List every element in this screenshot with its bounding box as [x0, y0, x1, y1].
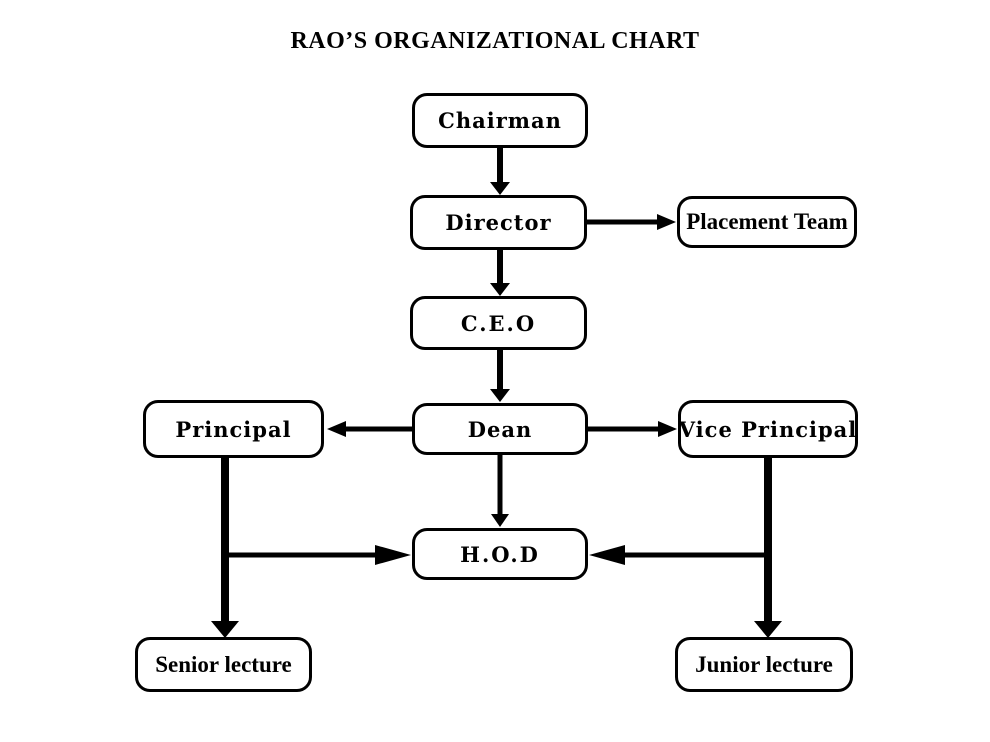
arrow-vice-principal-hod	[589, 545, 771, 565]
arrow-principal-senior-lecture	[211, 458, 239, 638]
node-placement-team: Placement Team	[677, 196, 857, 248]
node-senior-lecture: Senior lecture	[135, 637, 312, 692]
arrow-dean-vice-principal	[588, 421, 677, 437]
node-hod: H.O.D	[412, 528, 588, 580]
arrow-dean-principal	[327, 421, 412, 437]
arrow-ceo-dean	[490, 350, 510, 402]
node-principal: Principal	[143, 400, 324, 458]
node-dean: Dean	[412, 403, 588, 455]
chart-title: RAO’S ORGANIZATIONAL CHART	[290, 28, 700, 54]
node-ceo: C.E.O	[410, 296, 587, 350]
arrow-chairman-director	[490, 148, 510, 195]
node-vice-principal: Vice Principal	[678, 400, 858, 458]
node-chairman: Chairman	[412, 93, 588, 148]
arrow-director-placement-team	[587, 214, 676, 230]
node-junior-lecture: Junior lecture	[675, 637, 853, 692]
arrow-vice-principal-junior-lecture	[754, 458, 782, 638]
node-director: Director	[410, 195, 587, 250]
arrow-dean-hod	[491, 455, 509, 527]
arrow-director-ceo	[490, 250, 510, 296]
arrow-principal-hod	[221, 545, 411, 565]
